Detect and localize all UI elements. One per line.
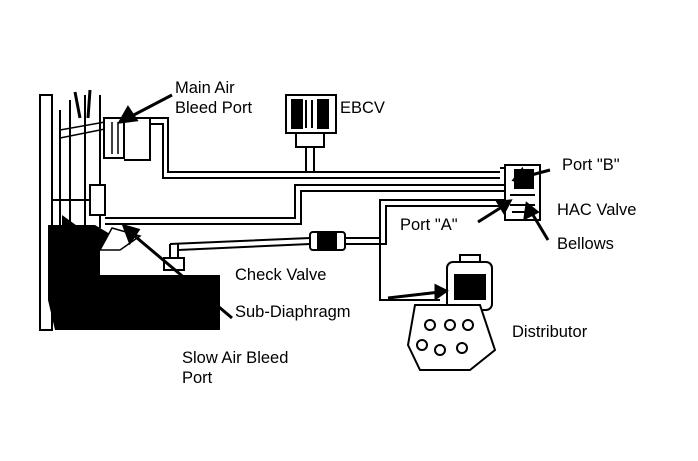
check-valve-body [309, 231, 346, 251]
ebcv-label: EBCV [340, 99, 385, 117]
hac-valve-label: HAC Valve [557, 201, 637, 219]
distributor-label: Distributor [512, 323, 588, 341]
port-b-label: Port "B" [562, 156, 620, 174]
label-arrows [117, 93, 551, 320]
ebcv-valve [285, 94, 337, 172]
main-air-bleed-port-label-line2: Bleed Port [175, 99, 253, 117]
bellows-label: Bellows [557, 235, 614, 253]
vacuum-lines [105, 117, 516, 301]
slow-air-bleed-port-label-line1: Slow Air Bleed [182, 349, 289, 367]
port-a-label: Port "A" [400, 216, 458, 234]
distributor-body [406, 254, 497, 371]
check-valve-label: Check Valve [235, 266, 327, 284]
carburetor [39, 89, 151, 331]
sub-diaphragm-label: Sub-Diaphragm [235, 303, 351, 321]
slow-air-bleed-port-label-line2: Port [182, 369, 213, 387]
main-air-bleed-port-label-line1: Main Air [175, 79, 235, 97]
